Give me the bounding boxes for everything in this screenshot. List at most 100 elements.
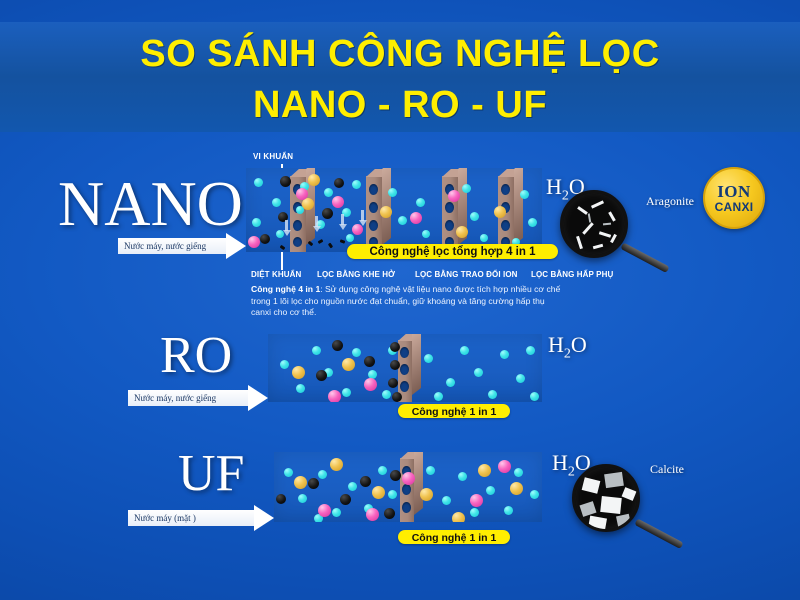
particle-water <box>426 466 435 475</box>
ion-badge-line-2: CANXI <box>714 199 754 214</box>
particle-bacteria <box>340 494 351 505</box>
particle-bacteria <box>278 212 288 222</box>
particle-water <box>460 346 469 355</box>
magnifier-lens <box>572 464 640 532</box>
stage-label-trao-doi-ion: LỌC BẰNG TRAO ĐỔI ION <box>415 270 518 279</box>
particle-bacteria <box>388 378 398 388</box>
particle-mineral <box>380 206 392 218</box>
inflow-label-ro: Nước máy, nước giếng <box>134 393 217 403</box>
particle-mineral-pink <box>248 236 260 248</box>
particle-water <box>480 234 488 242</box>
particle-water <box>316 220 325 229</box>
particle-mineral-pink <box>448 190 460 202</box>
particle-bacteria <box>384 508 395 519</box>
arrow-bar <box>128 510 254 526</box>
particle-water <box>314 514 323 522</box>
particle-water <box>276 230 284 238</box>
particle-mineral <box>494 206 506 218</box>
particle-water <box>514 468 523 477</box>
bacteria-fragment <box>307 240 314 247</box>
particle-bacteria <box>316 370 327 381</box>
particle-mineral-pink <box>332 196 344 208</box>
membrane-edge <box>414 452 423 515</box>
bacteria-fragment <box>339 239 346 244</box>
filter-chamber-nano <box>246 168 542 252</box>
particle-water <box>530 490 539 499</box>
mineral-label-calcite: Calcite <box>650 462 684 476</box>
particle-water <box>342 388 351 397</box>
membrane-hole <box>369 202 378 213</box>
inflow-label-nano: Nước máy, nước giếng <box>124 241 207 251</box>
particle-water <box>462 184 471 193</box>
bacteria-fragment <box>279 244 286 251</box>
output-h2o-ro: H2O <box>548 332 587 362</box>
crystal-needle <box>582 222 594 235</box>
particle-mineral <box>420 488 433 501</box>
particle-water <box>296 384 305 393</box>
particle-water <box>470 508 479 517</box>
membrane-edge <box>412 334 421 395</box>
stage-label-khe-ho: LỌC BẰNG KHE HỞ <box>317 270 396 279</box>
particle-mineral <box>308 174 320 186</box>
particle-mineral <box>372 486 385 499</box>
membrane-hole <box>501 237 510 247</box>
particle-water <box>530 392 539 401</box>
particle-water <box>520 190 529 199</box>
brand-uf: UF <box>178 445 245 502</box>
particle-mineral-pink <box>410 212 422 224</box>
callout-line-diet-khuan <box>281 252 283 270</box>
particle-water <box>352 180 361 189</box>
particle-bacteria <box>308 478 319 489</box>
output-h2o-nano: H2O <box>546 174 585 204</box>
crystal-chunk <box>621 487 637 501</box>
particle-bacteria <box>260 234 270 244</box>
particle-bacteria <box>334 178 344 188</box>
magnifier-handle <box>620 242 670 274</box>
crystal-needle <box>590 200 605 209</box>
brand-ro: RO <box>160 327 233 384</box>
particle-mineral <box>510 482 523 495</box>
particle-bacteria <box>322 208 333 219</box>
magnifier-lens <box>560 190 628 258</box>
particle-water <box>348 482 357 491</box>
description-text-nano: : Sử dụng công nghệ vật liệu nano được t… <box>251 284 561 317</box>
membrane-hole <box>445 220 454 231</box>
badge-ro-1in1: Công nghệ 1 in 1 <box>398 404 510 418</box>
particle-mineral <box>330 458 343 471</box>
arrow-head <box>254 505 274 531</box>
particle-bacteria <box>364 356 375 367</box>
stage-label-hap-phu: LỌC BẰNG HẤP PHỤ <box>531 270 614 279</box>
particle-water <box>346 234 354 242</box>
section-ro: RO Nước máy, nước giếng <box>0 326 800 426</box>
particle-mineral-pink <box>470 494 483 507</box>
particle-bacteria <box>360 476 371 487</box>
membrane-hole <box>501 220 510 231</box>
description-bold-nano: Công nghệ 4 in 1 <box>251 284 321 294</box>
crystal-chunk <box>579 501 597 517</box>
particle-water <box>300 182 309 191</box>
crystal-needle <box>608 211 616 222</box>
title-banner: SO SÁNH CÔNG NGHỆ LỌC NANO - RO - UF <box>0 22 800 132</box>
particle-mineral-pink <box>328 390 341 402</box>
arrow-head <box>248 385 268 411</box>
particle-water <box>416 198 425 207</box>
inflow-arrow-nano: Nước máy, nước giếng <box>118 233 246 259</box>
particle-water <box>388 188 397 197</box>
particle-water <box>332 508 341 517</box>
membrane-4 <box>498 168 523 252</box>
particle-water <box>352 348 361 357</box>
crystal-chunk <box>604 471 624 489</box>
particle-water <box>528 218 537 227</box>
particle-mineral-pink <box>366 508 379 521</box>
particle-mineral-pink <box>352 224 363 235</box>
membrane-hole <box>445 237 454 247</box>
particle-water <box>318 470 327 479</box>
crystal-chunk <box>581 477 601 494</box>
particle-water <box>500 350 509 359</box>
particle-water <box>252 218 261 227</box>
particle-water <box>486 486 495 495</box>
ion-badge-line-1: ION <box>717 181 751 201</box>
particle-water <box>424 354 433 363</box>
particle-water <box>398 216 407 225</box>
